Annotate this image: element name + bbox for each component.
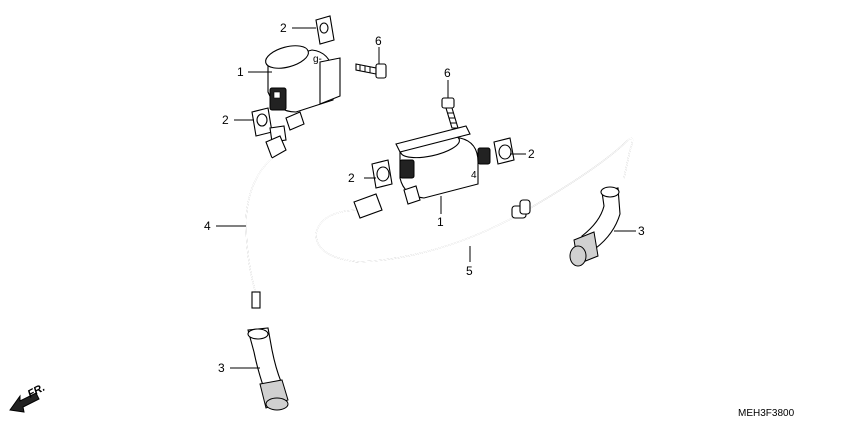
callout-6-bolt-right: 6 — [444, 66, 451, 80]
leader-lines — [216, 27, 636, 369]
callout-5-cord-right: 5 — [466, 264, 473, 278]
callout-6-bolt-left: 6 — [375, 34, 382, 48]
callout-2-clip-bottom: 2 — [222, 113, 229, 127]
callout-2-clip-right-a: 2 — [528, 147, 535, 161]
direction-label: FR. — [26, 382, 47, 401]
ignition-coil-right: 4 — [395, 125, 491, 205]
ignition-coil-left: g- — [265, 45, 341, 131]
high-tension-cord-left — [245, 135, 287, 309]
callout-1-coil-left: 1 — [237, 65, 244, 79]
callouts: 2 6 1 2 4 3 6 2 2 1 5 3 — [204, 21, 645, 375]
mounting-clip-right-b — [371, 159, 393, 189]
bolt-left — [355, 63, 387, 79]
callout-4-cord-left: 4 — [204, 219, 211, 233]
front-arrow-icon — [9, 392, 40, 413]
bolt-right — [441, 97, 459, 129]
high-tension-cord-right — [315, 137, 634, 263]
svg-text:4: 4 — [471, 170, 477, 181]
front-direction-indicator: FR. — [9, 382, 47, 413]
svg-text:g-: g- — [313, 54, 322, 65]
spark-plug-cap-right — [569, 186, 621, 267]
mounting-clip-right-a — [493, 137, 515, 165]
mounting-clip-left-top — [315, 15, 335, 45]
callout-1-coil-right: 1 — [437, 215, 444, 229]
callout-3-cap-left: 3 — [218, 361, 225, 375]
diagram-code: MEH3F3800 — [738, 408, 795, 419]
callout-2-clip-right-b: 2 — [348, 171, 355, 185]
callout-3-cap-right: 3 — [638, 224, 645, 238]
callout-2-clip-top: 2 — [280, 21, 287, 35]
spark-plug-cap-left — [247, 327, 289, 411]
